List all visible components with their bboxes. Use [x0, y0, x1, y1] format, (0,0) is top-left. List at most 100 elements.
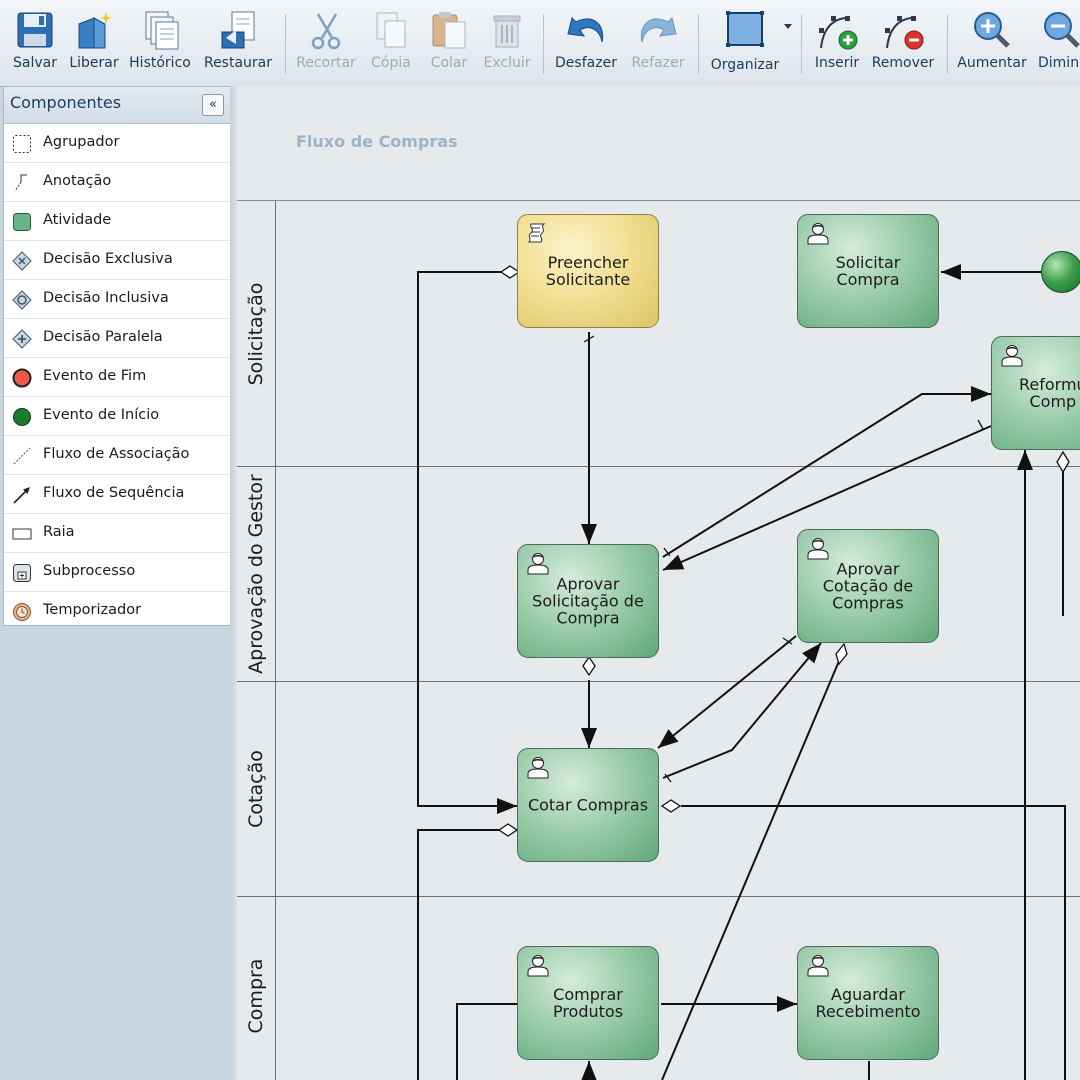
- component-item-decisao-exclusiva[interactable]: Decisão Exclusiva: [4, 241, 231, 280]
- restore-button[interactable]: Restaurar: [200, 4, 276, 80]
- zoom-out-icon: [1044, 12, 1080, 48]
- toolbar: Salvar Liberar Histórico Restaurar Recor…: [0, 0, 1080, 87]
- component-item-atividade[interactable]: Atividade: [4, 202, 231, 241]
- cut-label: Recortar: [296, 55, 356, 71]
- zoom-in-button[interactable]: Aumentar: [955, 4, 1029, 80]
- cut-button[interactable]: Recortar: [292, 4, 360, 80]
- conditional-flow-tick: [664, 773, 672, 783]
- flow-preencher-loop-to-cotar[interactable]: [417, 271, 517, 814]
- conditional-flow-tick: [583, 335, 595, 343]
- diagram-canvas[interactable]: Fluxo de Compras Solicitação Aprovação d…: [237, 86, 1080, 1080]
- paste-label: Colar: [430, 55, 468, 71]
- component-item-subprocesso[interactable]: Subprocesso: [4, 553, 231, 592]
- delete-button[interactable]: Excluir: [480, 4, 534, 80]
- user-task-icon: [807, 955, 829, 977]
- redo-label: Refazer: [631, 55, 685, 71]
- paste-button[interactable]: Colar: [422, 4, 476, 80]
- release-button[interactable]: Liberar: [66, 4, 122, 80]
- start-event[interactable]: [1041, 251, 1080, 293]
- lane-solicitacao[interactable]: Solicitação: [237, 201, 1080, 467]
- default-flow-diamond: [1056, 450, 1070, 474]
- toolbar-separator: [698, 14, 699, 74]
- flow-aprovar-cotacao-down[interactable]: [661, 653, 843, 1080]
- redo-button[interactable]: Refazer: [626, 4, 690, 80]
- lane-aprovacao-do-gestor[interactable]: Aprovação do Gestor: [237, 466, 1080, 682]
- copy-button[interactable]: Cópia: [364, 4, 418, 80]
- lane-header: Cotação: [237, 681, 276, 896]
- remove-waypoint-button[interactable]: Remover: [868, 4, 938, 80]
- sequence-flow-icon: [13, 487, 30, 504]
- remove-waypoint-icon: [885, 16, 924, 50]
- exclusive-gateway-icon: [12, 251, 32, 271]
- component-item-evento-de-fim[interactable]: Evento de Fim: [4, 358, 231, 397]
- lane-icon: [12, 528, 32, 540]
- task-cotar-compras[interactable]: Cotar Compras: [517, 748, 659, 862]
- flow-into-comprar[interactable]: [456, 1003, 517, 1080]
- component-item-decisao-paralela[interactable]: Decisão Paralela: [4, 319, 231, 358]
- flow-cotar-to-aprovar-cotacao[interactable]: [662, 642, 822, 779]
- add-waypoint-icon: [819, 16, 858, 50]
- component-item-temporizador[interactable]: Temporizador: [4, 592, 231, 630]
- insert-waypoint-button[interactable]: Inserir: [808, 4, 866, 80]
- subprocess-icon: [13, 564, 31, 582]
- default-flow-diamond: [660, 799, 682, 813]
- save-button[interactable]: Salvar: [6, 4, 64, 80]
- undo-label: Desfazer: [555, 55, 617, 71]
- start-event-icon: [13, 408, 31, 426]
- zoom-in-label: Aumentar: [957, 55, 1027, 71]
- group-dashed-box-icon: [13, 135, 31, 153]
- component-item-decisao-inclusiva[interactable]: Decisão Inclusiva: [4, 280, 231, 319]
- component-item-agrupador[interactable]: Agrupador: [4, 124, 231, 163]
- remove-label: Remover: [871, 55, 935, 71]
- copy-label: Cópia: [371, 55, 411, 71]
- toolbar-separator: [947, 14, 948, 74]
- component-item-raia[interactable]: Raia: [4, 514, 231, 553]
- history-button[interactable]: Histórico: [128, 4, 192, 80]
- script-task-icon: [527, 223, 546, 243]
- sequence-flows: [417, 264, 1070, 1080]
- flow-reformular-to-aprovar-solicitacao[interactable]: [662, 425, 992, 571]
- annotation-icon: [14, 174, 27, 192]
- conditional-flow-tick: [977, 419, 984, 430]
- component-item-fluxo-de-associacao[interactable]: Fluxo de Associação: [4, 436, 231, 475]
- undo-button[interactable]: Desfazer: [550, 4, 622, 80]
- component-item-anotacao[interactable]: Anotação: [4, 163, 231, 202]
- flow-aprovar-cotacao-to-cotar[interactable]: [657, 635, 797, 749]
- organize-dropdown-arrow[interactable]: [784, 24, 792, 29]
- flow-cotar-from-left[interactable]: [417, 829, 517, 1080]
- trash-icon: [493, 15, 521, 48]
- flow-cotar-to-right[interactable]: [681, 805, 1066, 1080]
- book-sparkle-icon: [78, 12, 112, 49]
- activity-box-icon: [13, 213, 31, 231]
- lane-compra[interactable]: Compra: [237, 896, 1080, 1080]
- user-task-icon: [807, 223, 829, 245]
- documents-stack-icon: [145, 11, 179, 50]
- parallel-gateway-icon: [12, 329, 32, 349]
- end-event-icon: [12, 368, 32, 388]
- floppy-disk-icon: [17, 12, 53, 48]
- zoom-out-button[interactable]: Diminu: [1034, 4, 1080, 80]
- user-task-icon: [1001, 345, 1023, 367]
- organize-button[interactable]: Organizar: [705, 4, 785, 80]
- release-label: Liberar: [69, 55, 119, 71]
- component-item-evento-de-inicio[interactable]: Evento de Início: [4, 397, 231, 436]
- layout-frame-icon: [726, 11, 764, 47]
- component-item-fluxo-de-sequencia[interactable]: Fluxo de Sequência: [4, 475, 231, 514]
- delete-label: Excluir: [483, 55, 531, 71]
- user-task-icon: [807, 538, 829, 560]
- flow-aprovar-solicitacao-to-reformular[interactable]: [662, 386, 991, 558]
- toolbar-separator: [801, 14, 802, 74]
- collapse-panel-button[interactable]: «: [202, 94, 224, 116]
- lane-cotacao[interactable]: Cotação: [237, 681, 1080, 897]
